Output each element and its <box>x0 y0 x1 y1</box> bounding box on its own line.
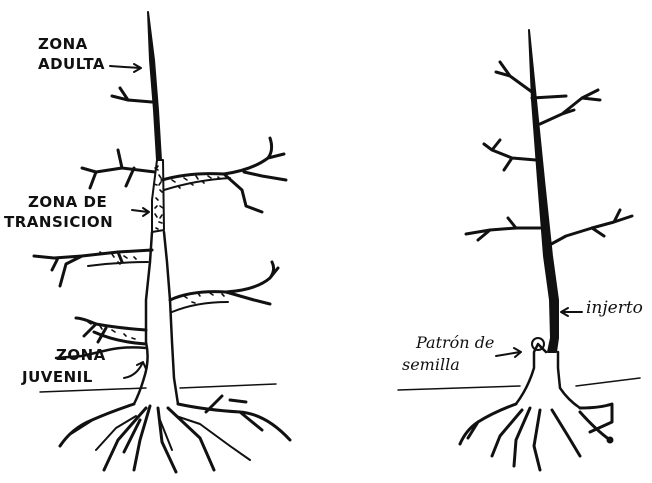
line-art <box>34 12 640 472</box>
label-injerto: injerto <box>586 298 643 318</box>
label-zona-adulta-line1: ZONA <box>38 34 105 54</box>
label-patron-line2: semilla <box>402 354 494 376</box>
arrow-injerto <box>561 308 582 316</box>
branch-adult-left <box>112 88 152 102</box>
adult-zone-trunk <box>148 12 161 160</box>
label-zona-transicion-line1: ZONA DE <box>4 192 113 212</box>
branch-upper-left <box>82 150 155 188</box>
left-roots <box>60 396 290 472</box>
label-zona-transicion-line2: TRANSICION <box>4 212 113 232</box>
label-zona-adulta-line2: ADULTA <box>38 54 105 74</box>
label-zona-adulta: ZONA ADULTA <box>38 34 105 74</box>
scion-trunk <box>529 30 558 352</box>
rootstock-roots <box>460 404 612 470</box>
arrow-zona-adulta <box>110 64 141 72</box>
rootstock-trunk <box>516 344 580 408</box>
label-zona-juvenil: ZONA JUVENIL <box>56 344 106 388</box>
scion-branch-2 <box>484 140 536 170</box>
juvenile-trunk-left-edge <box>134 232 152 404</box>
arrow-zona-juvenil <box>124 362 146 378</box>
label-zona-transicion: ZONA DE TRANSICION <box>4 192 113 232</box>
label-patron-de-semilla: Patrón de semilla <box>416 332 494 376</box>
arrow-zona-transicion <box>132 208 149 216</box>
ground-line-right <box>398 378 640 390</box>
branch-lower-left <box>76 318 146 344</box>
branch-upper-right <box>162 138 286 212</box>
scion-branch-1 <box>496 62 600 124</box>
branch-middle-left <box>34 250 152 286</box>
arrow-patron <box>496 348 521 357</box>
juvenile-trunk-right-edge <box>164 232 178 404</box>
label-zona-juvenil-line1: ZONA <box>56 344 106 366</box>
label-patron-line1: Patrón de <box>416 332 494 354</box>
label-zona-juvenil-line2: JUVENIL <box>22 366 106 388</box>
